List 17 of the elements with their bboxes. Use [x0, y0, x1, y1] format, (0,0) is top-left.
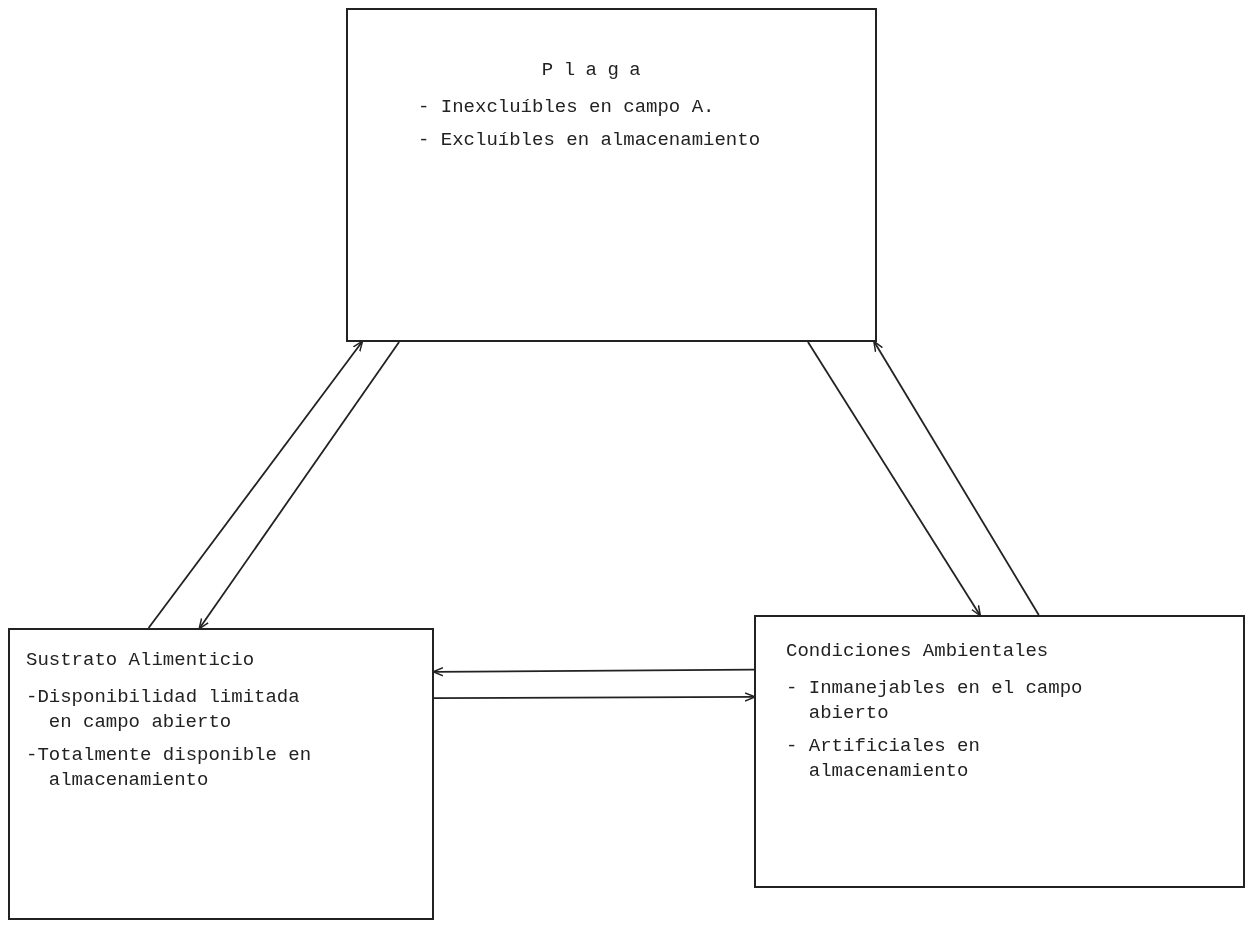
arrow [147, 340, 364, 629]
text-box [346, 8, 877, 342]
arrow [433, 692, 756, 702]
bullet-text: -Disponibilidad limitada en campo abierto [26, 685, 301, 735]
arrow [873, 340, 1040, 616]
text-box [8, 628, 434, 920]
box-heading: Plaga [540, 58, 653, 83]
bullet-text: - Inmanejables en el campo abierto [786, 676, 1084, 726]
bullet-text: -Totalmente disponible en almacenamiento [26, 743, 313, 793]
bullet-text: - Artificiales en almacenamiento [786, 734, 981, 784]
box-heading: Sustrato Alimenticio [26, 648, 256, 673]
arrow [807, 341, 982, 617]
box-heading: Condiciones Ambientales [786, 639, 1050, 664]
arrow [198, 341, 400, 630]
bullet-text: - Inexcluíbles en campo A. [418, 95, 716, 120]
bullet-text: - Excluíbles en almacenamiento [418, 128, 762, 153]
text-box [754, 615, 1245, 888]
